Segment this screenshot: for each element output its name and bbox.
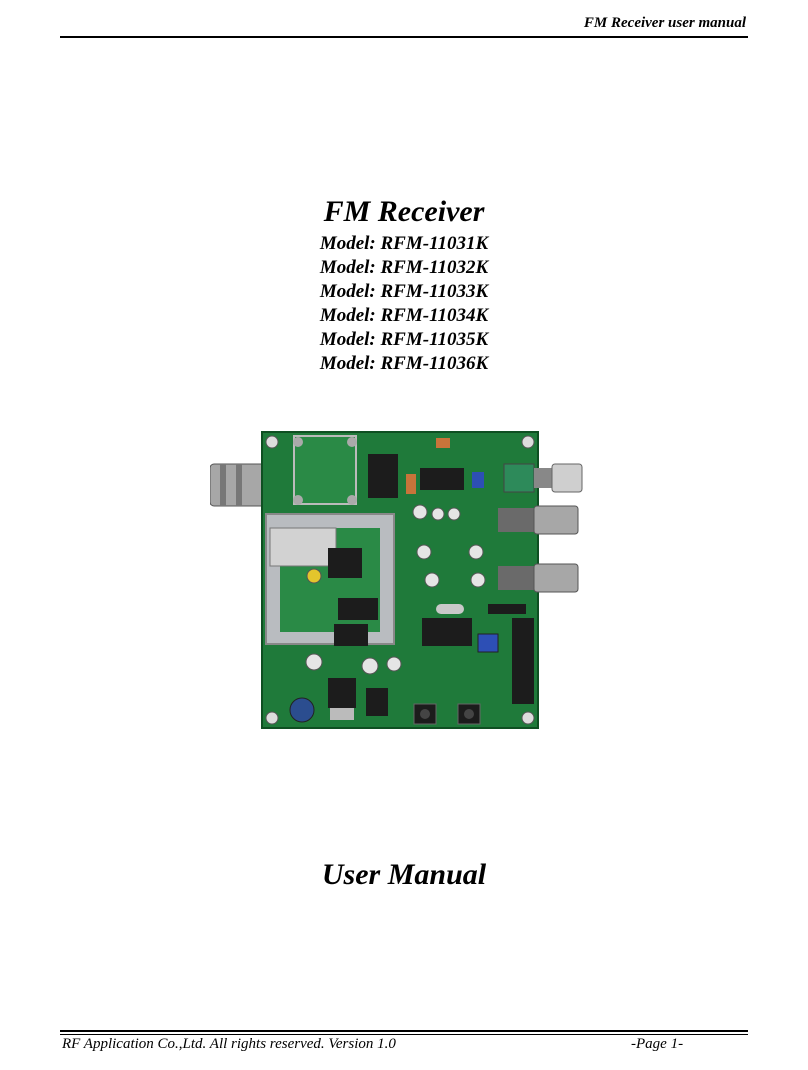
model-line: Model: RFM-11036K (319, 353, 489, 374)
document-title: FM Receiver (323, 195, 485, 228)
model-line: Model: RFM-11033K (319, 281, 489, 302)
footer-copyright: RF Application Co.,Ltd. All rights reser… (62, 1036, 396, 1052)
circuit-board-photo (210, 431, 583, 729)
model-line: Model: RFM-11035K (319, 329, 489, 350)
page-number: -Page 1- (631, 1036, 684, 1052)
title-block: FM Receiver Model: RFM-11031K Model: RFM… (0, 192, 808, 376)
footer-rule (60, 1034, 748, 1035)
model-line: Model: RFM-11034K (319, 305, 489, 326)
footer-rule (60, 1030, 748, 1032)
running-header: FM Receiver user manual (583, 15, 746, 31)
header-rule (60, 36, 748, 38)
model-line: Model: RFM-11032K (319, 257, 489, 278)
document-subtitle: User Manual (321, 858, 487, 891)
model-line: Model: RFM-11031K (319, 233, 489, 254)
